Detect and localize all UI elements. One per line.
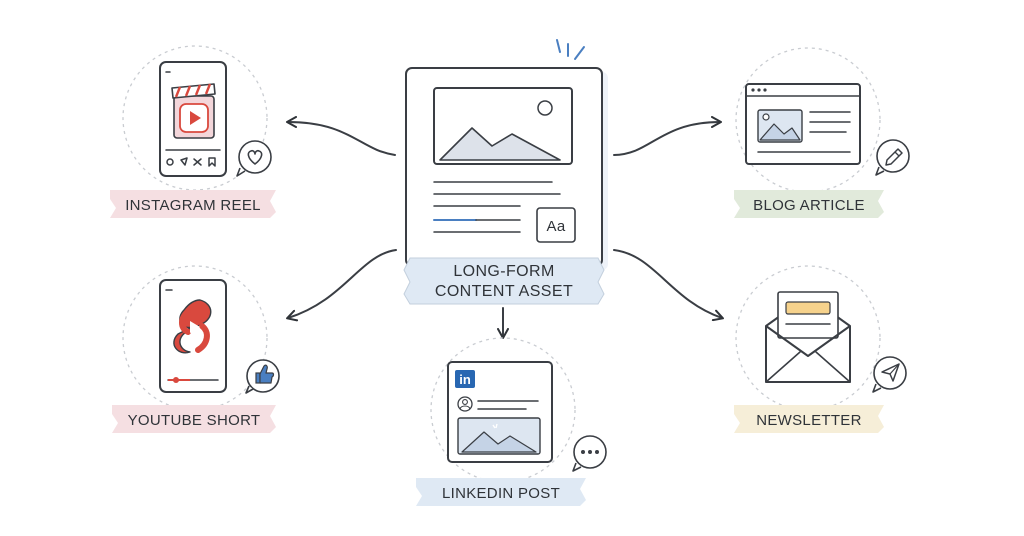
arrow-to-blog [613,116,722,156]
node-instagram-reel: INSTAGRAM REEL [110,45,276,218]
arrow-to-instagram [286,116,396,156]
thumbs-up-icon [245,359,280,394]
node-linkedin-post: in LINKEDIN POST [416,337,607,506]
svg-text:in: in [459,372,471,387]
avatar-icon [457,396,473,412]
font-icon: Aa [536,207,576,243]
node-label: BLOG ARTICLE [753,197,865,214]
document-icon: Aa [405,67,608,270]
arrow-to-youtube [286,249,397,322]
node-youtube-short: YOUTUBE SHORT [112,265,280,433]
node-blog-article: BLOG ARTICLE [734,47,910,218]
node-label: NEWSLETTER [756,412,862,429]
shorts-logo-icon [173,299,212,354]
heart-icon [236,140,272,177]
envelope-icon [765,291,851,383]
center-label-line1: LONG-FORM [453,263,554,280]
node-newsletter: NEWSLETTER [734,265,907,433]
center-node: Aa LONG-FORM CONTENT ASSET [403,39,608,305]
label-ribbon: LINKEDIN POST [416,478,586,506]
browser-window-icon [745,83,861,165]
connectors [286,116,724,339]
node-label: LINKEDIN POST [442,485,560,502]
clapperboard-icon [171,83,216,139]
pencil-icon [875,139,910,176]
sparkle-icon [556,39,585,60]
node-label: YOUTUBE SHORT [128,412,261,429]
arrow-to-newsletter [613,249,724,322]
label-ribbon: NEWSLETTER [734,405,884,433]
chat-bubble-icon [572,435,607,472]
image-placeholder-icon [757,109,803,143]
image-placeholder-icon [457,417,541,455]
svg-text:Aa: Aa [547,218,566,235]
phone-icon [159,279,227,393]
label-ribbon: INSTAGRAM REEL [110,190,276,218]
social-post-card-icon: in [447,361,553,463]
paper-plane-icon [872,356,907,393]
image-placeholder-icon [433,87,573,165]
linkedin-logo-icon: in [455,370,475,388]
center-label-line2: CONTENT ASSET [435,283,573,300]
action-icons-row [166,157,216,167]
label-ribbon: BLOG ARTICLE [734,190,884,218]
center-label-ribbon: LONG-FORM CONTENT ASSET [403,257,605,305]
label-ribbon: YOUTUBE SHORT [112,405,276,433]
node-label: INSTAGRAM REEL [125,197,261,214]
